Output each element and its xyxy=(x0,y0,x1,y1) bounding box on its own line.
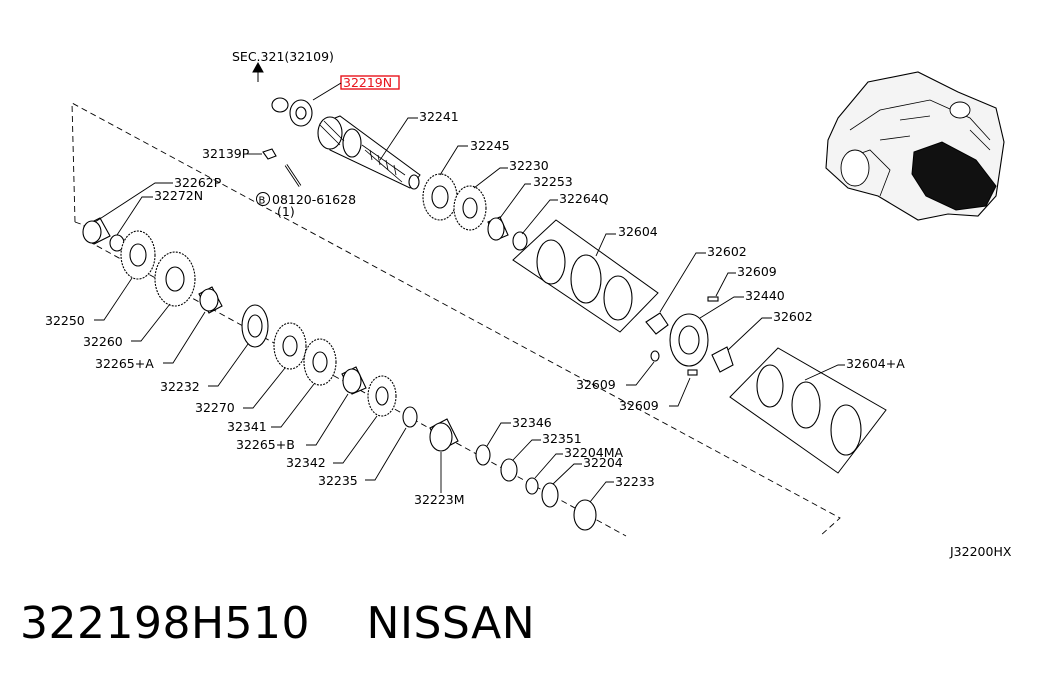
part-label[interactable]: 32351 xyxy=(542,431,582,446)
exploded-parts-diagram: SEC.321(32109) 32219N xyxy=(45,49,1012,559)
part-label[interactable]: 32609 xyxy=(619,398,659,413)
part-label[interactable]: 32241 xyxy=(419,109,459,124)
bolt-prefix-icon: B xyxy=(259,196,266,207)
part-label[interactable]: 32609 xyxy=(576,377,616,392)
ring-32204 xyxy=(541,482,559,508)
part-label[interactable]: 32230 xyxy=(509,158,549,173)
ring-32351 xyxy=(500,458,518,482)
bushing-32265B xyxy=(342,368,362,394)
part-label[interactable]: 32272N xyxy=(154,188,203,203)
part-label[interactable]: 32264Q xyxy=(559,191,609,206)
part-label[interactable]: 32604+A xyxy=(846,356,905,371)
synchro-kit-32604 xyxy=(512,219,659,333)
part-label[interactable]: 32265+B xyxy=(236,437,295,452)
part-labels: 32241 32139P 32245 32230 32253 32264Q 32… xyxy=(45,109,905,507)
ring-32346 xyxy=(475,444,491,466)
bearing-32264Q xyxy=(512,231,528,251)
bolt-callout: B 08120-61628 (1) xyxy=(256,192,356,219)
ring-32233 xyxy=(573,499,597,531)
key-32602-b xyxy=(711,346,734,373)
part-label[interactable]: 32342 xyxy=(286,455,326,470)
part-caption: 322198H510 NISSAN xyxy=(20,598,535,662)
section-reference: SEC.321(32109) xyxy=(232,49,334,82)
leader-lines xyxy=(94,117,845,503)
highlight-box xyxy=(340,75,400,90)
part-label[interactable]: 32223M xyxy=(414,492,465,507)
assembly-dashed-outline xyxy=(71,102,841,537)
part-label[interactable]: 32440 xyxy=(745,288,785,303)
part-label[interactable]: 32253 xyxy=(533,174,573,189)
pin-32609 xyxy=(707,296,719,302)
drawing-code: J32200HX xyxy=(949,544,1012,559)
part-label[interactable]: 32270 xyxy=(195,400,235,415)
part-label[interactable]: 32346 xyxy=(512,415,552,430)
arrow-up-icon xyxy=(252,61,264,82)
ring-32204MA xyxy=(525,477,539,495)
part-label[interactable]: 32235 xyxy=(318,473,358,488)
highlighted-location-shape xyxy=(911,141,997,211)
part-label[interactable]: 32204 xyxy=(583,455,623,470)
part-label[interactable]: 32602 xyxy=(773,309,813,324)
shaft-assembly-top xyxy=(262,97,528,251)
brand-name: NISSAN xyxy=(366,598,536,649)
countershaft-gear-stack xyxy=(82,217,597,531)
part-label[interactable]: 32602 xyxy=(707,244,747,259)
part-label[interactable]: 32262P xyxy=(174,175,222,190)
part-label[interactable]: 32232 xyxy=(160,379,200,394)
part-label[interactable]: 32250 xyxy=(45,313,85,328)
part-label[interactable]: 32260 xyxy=(83,334,123,349)
synchro-kit-32604A xyxy=(729,347,887,474)
bearing-32223M xyxy=(429,422,453,452)
part-number: 322198H510 xyxy=(20,598,311,649)
bushing-32265A xyxy=(199,288,219,312)
bolt-part-label: 08120-61628 xyxy=(272,192,356,207)
transmission-housing-thumbnail xyxy=(825,71,1005,221)
part-label[interactable]: 32139P xyxy=(202,146,250,161)
part-label[interactable]: 32204MA xyxy=(564,445,624,460)
section-ref-label: SEC.321(32109) xyxy=(232,49,334,64)
bolt-qty-label: (1) xyxy=(277,204,295,219)
highlighted-part-label[interactable]: 32219N xyxy=(343,75,392,90)
highlighted-part-callout[interactable]: 32219N xyxy=(312,75,400,101)
synchro-hub-32440 xyxy=(645,296,734,376)
part-label[interactable]: 32609 xyxy=(737,264,777,279)
part-label[interactable]: 32341 xyxy=(227,419,267,434)
bearing-32262P xyxy=(82,220,102,244)
part-label[interactable]: 32604 xyxy=(618,224,658,239)
clip-32139P xyxy=(262,148,277,160)
part-label[interactable]: 32233 xyxy=(615,474,655,489)
ring-32235 xyxy=(402,406,418,428)
part-label[interactable]: 32245 xyxy=(470,138,510,153)
key-32602 xyxy=(645,312,669,335)
part-label[interactable]: 32265+A xyxy=(95,356,154,371)
